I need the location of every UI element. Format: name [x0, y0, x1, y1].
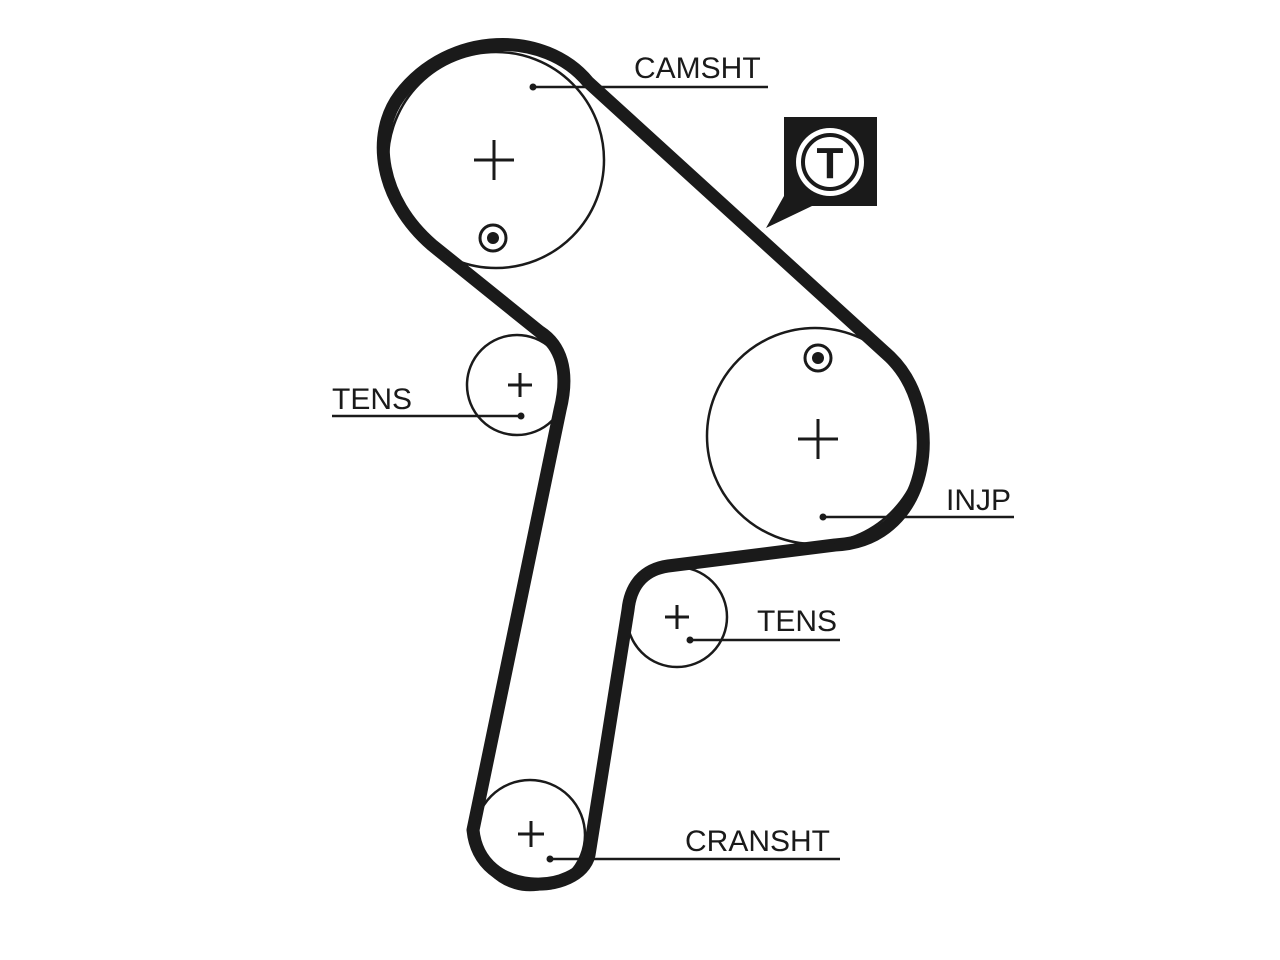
tensioner-lower-leader — [686, 636, 840, 644]
camshaft-timing-mark-icon — [478, 223, 508, 253]
tensioner-upper-label: TENS — [332, 383, 412, 416]
injection-pump-leader — [819, 513, 1014, 521]
injection-pump-label: INJP — [946, 484, 1011, 517]
crankshaft-label: CRANSHT — [685, 825, 830, 858]
camshaft-pulley — [386, 50, 606, 270]
crankshaft-leader — [546, 855, 840, 863]
crankshaft-pulley — [473, 778, 587, 892]
tensioner-upper-leader — [332, 412, 525, 420]
tension-icon: T — [817, 139, 844, 188]
camshaft-label: CAMSHT — [634, 52, 761, 85]
tensioner-lower-label: TENS — [757, 605, 837, 638]
tensioner-upper-pulley — [465, 333, 569, 437]
injection-pump-timing-mark-icon — [803, 343, 833, 373]
tensioner-lower-pulley — [625, 565, 729, 669]
injection-pump-pulley — [705, 326, 925, 546]
tension-callout-badge: T — [766, 117, 877, 228]
camshaft-leader — [529, 83, 768, 91]
